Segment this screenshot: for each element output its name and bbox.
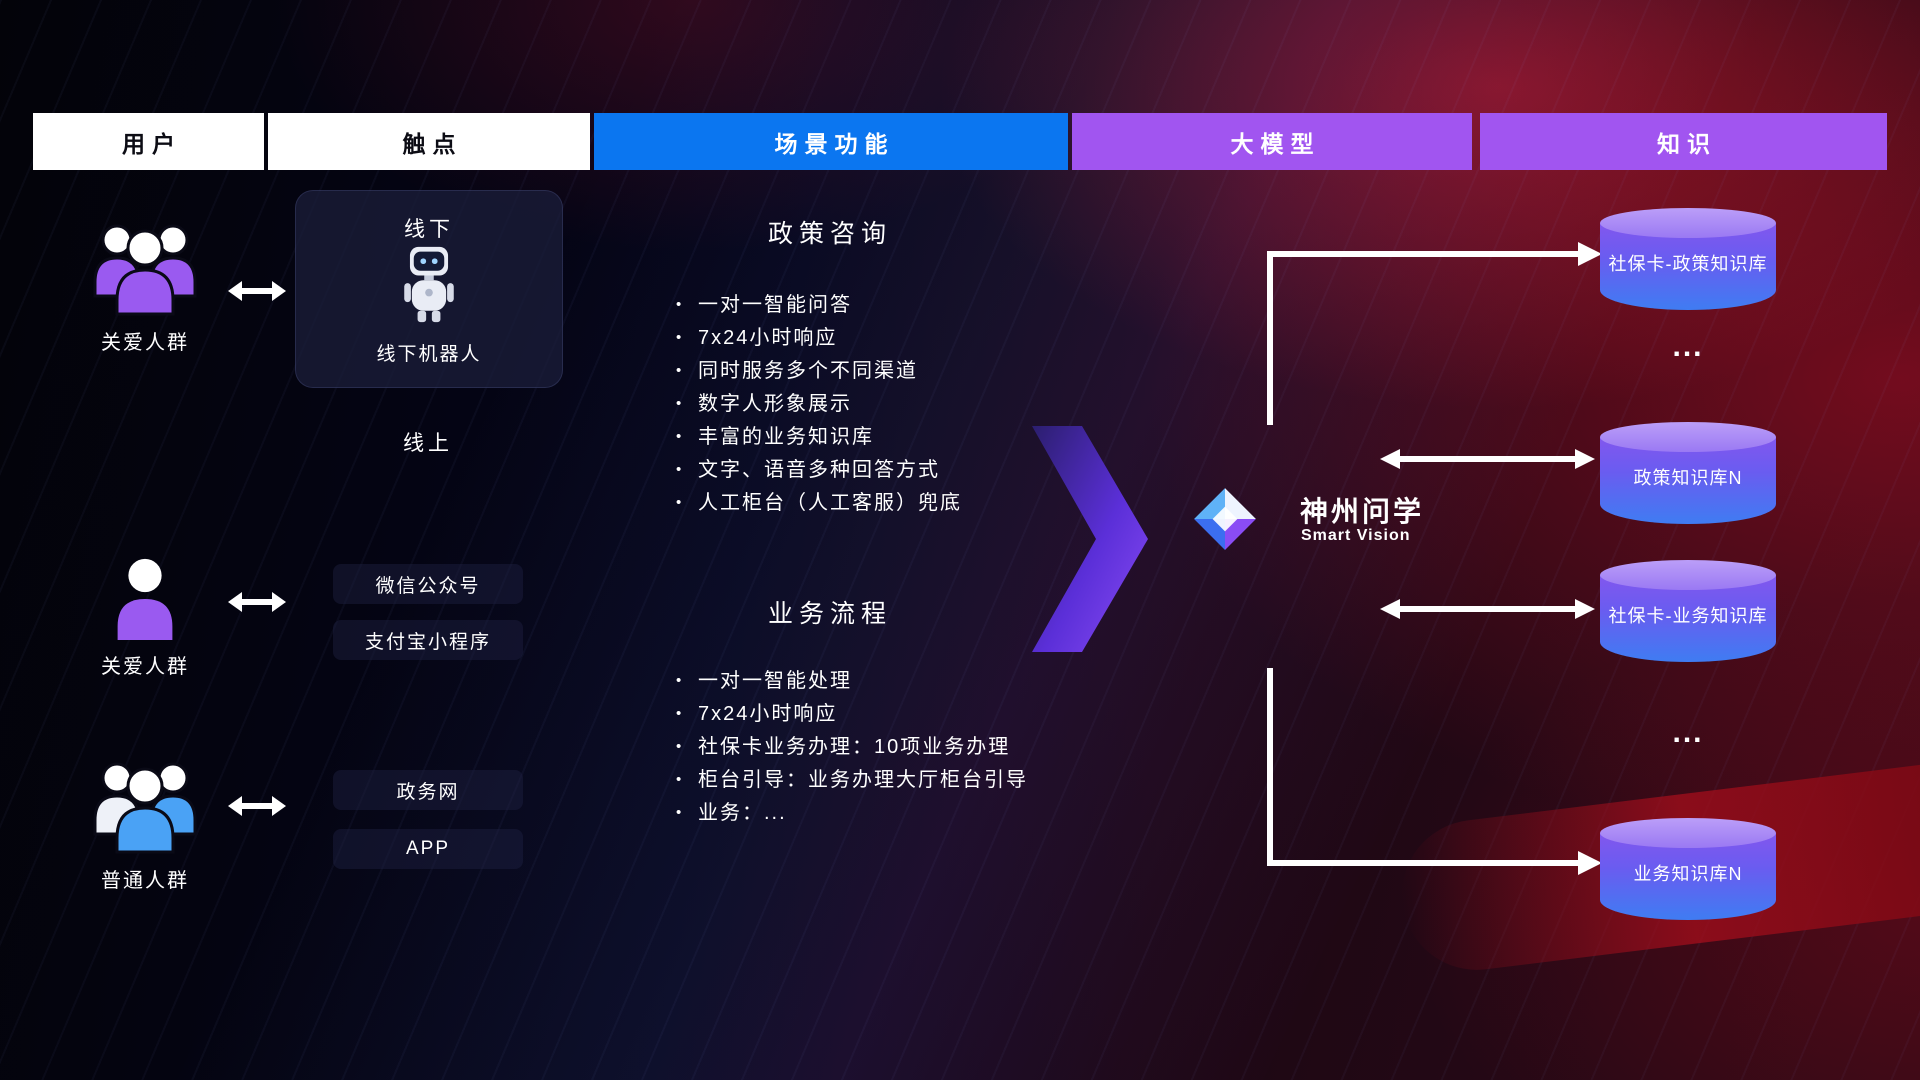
- bullet-item: 业务：...: [676, 796, 1028, 829]
- knowledge-db-business-ssc: 社保卡-业务知识库: [1600, 560, 1776, 662]
- bullet-item: 7x24小时响应: [676, 697, 1028, 730]
- header-col-users-label: 用户: [122, 130, 182, 157]
- brand-logo-icon: [1194, 488, 1256, 550]
- db-cylinder-top: [1600, 560, 1776, 590]
- db-cylinder-top: [1600, 818, 1776, 848]
- double-headed-arrow-icon: [1380, 449, 1595, 469]
- knowledge-db-label: 社保卡-政策知识库: [1608, 254, 1768, 275]
- user-group-label: 关爱人群: [101, 656, 189, 678]
- db-cylinder-top: [1600, 208, 1776, 238]
- elbow-arrow-up-right-icon: [1267, 242, 1602, 425]
- bidirectional-arrow-icon: [228, 281, 286, 301]
- touchpoint-label: 支付宝小程序: [364, 631, 491, 653]
- bullet-item: 柜台引导：业务办理大厅柜台引导: [676, 763, 1028, 796]
- header-col-touchpoints-label: 触点: [402, 130, 463, 157]
- group-people-purple-icon: [93, 224, 197, 316]
- policy-section-title: 政策咨询: [767, 220, 892, 248]
- knowledge-db-label: 业务知识库N: [1633, 864, 1743, 885]
- flow-arrow-icon: [1032, 426, 1148, 652]
- brand-name: 神州问学: [1300, 496, 1425, 527]
- user-group-care-1: 关爱人群: [60, 214, 230, 355]
- bullet-item: 同时服务多个不同渠道: [676, 354, 962, 387]
- bullet-item: 7x24小时响应: [676, 321, 962, 354]
- touchpoint-label: 微信公众号: [375, 575, 481, 597]
- touchpoint-gov-web: 政务网: [333, 770, 523, 810]
- bullet-item: 一对一智能处理: [676, 664, 1028, 697]
- knowledge-db-label: 社保卡-业务知识库: [1608, 606, 1768, 627]
- double-headed-arrow-icon: [1380, 599, 1595, 619]
- knowledge-db-policy-n: 政策知识库N: [1600, 422, 1776, 524]
- bullet-item: 丰富的业务知识库: [676, 420, 962, 453]
- knowledge-db-policy-ssc: 社保卡-政策知识库: [1600, 208, 1776, 310]
- business-feature-list: 一对一智能处理 7x24小时响应 社保卡业务办理：10项业务办理 柜台引导：业务…: [676, 664, 1028, 829]
- user-group-general: 普通人群: [60, 752, 230, 893]
- brand-subtitle: Smart Vision: [1301, 527, 1411, 544]
- user-group-care-2: 关爱人群: [60, 552, 230, 679]
- bidirectional-arrow-icon: [228, 592, 286, 612]
- bullet-item: 数字人形象展示: [676, 387, 962, 420]
- knowledge-db-business-n: 业务知识库N: [1600, 818, 1776, 920]
- online-label: 线上: [403, 432, 453, 455]
- header-col-users: 用户: [33, 113, 264, 170]
- knowledge-db-label: 政策知识库N: [1633, 468, 1743, 489]
- header-col-scenarios-label: 场景功能: [774, 130, 895, 157]
- offline-title: 线下: [404, 218, 454, 241]
- header-col-knowledge: 知识: [1480, 113, 1887, 170]
- db-cylinder-top: [1600, 422, 1776, 452]
- user-group-label: 关爱人群: [101, 332, 189, 354]
- header-col-model-label: 大模型: [1230, 130, 1321, 157]
- single-person-purple-icon: [117, 558, 173, 641]
- policy-feature-list: 一对一智能问答 7x24小时响应 同时服务多个不同渠道 数字人形象展示 丰富的业…: [676, 288, 962, 519]
- touchpoint-label: APP: [405, 838, 451, 859]
- bullet-item: 社保卡业务办理：10项业务办理: [676, 730, 1028, 763]
- bullet-item: 一对一智能问答: [676, 288, 962, 321]
- offline-robot-caption: 线下机器人: [376, 344, 482, 365]
- business-section-title: 业务流程: [767, 600, 892, 628]
- ellipsis-more-1: ...: [1672, 330, 1704, 363]
- header-col-model: 大模型: [1072, 113, 1472, 170]
- header-col-touchpoints: 触点: [268, 113, 590, 170]
- ellipsis-more-2: ...: [1672, 716, 1704, 749]
- robot-icon: [404, 246, 454, 323]
- header-col-knowledge-label: 知识: [1657, 130, 1717, 157]
- bullet-item: 人工柜台（人工客服）兜底: [676, 486, 962, 519]
- touchpoint-app: APP: [333, 829, 523, 869]
- user-group-label: 普通人群: [101, 870, 189, 892]
- touchpoint-wechat: 微信公众号: [333, 564, 523, 604]
- bullet-item: 文字、语音多种回答方式: [676, 453, 962, 486]
- touchpoint-alipay: 支付宝小程序: [333, 620, 523, 660]
- bidirectional-arrow-icon: [228, 796, 286, 816]
- touchpoint-label: 政务网: [396, 781, 460, 803]
- header-col-scenarios: 场景功能: [594, 113, 1068, 170]
- group-people-blue-icon: [93, 762, 197, 854]
- elbow-arrow-down-right-icon: [1267, 668, 1602, 875]
- offline-robot-card: 线下 线下机器人: [295, 190, 563, 388]
